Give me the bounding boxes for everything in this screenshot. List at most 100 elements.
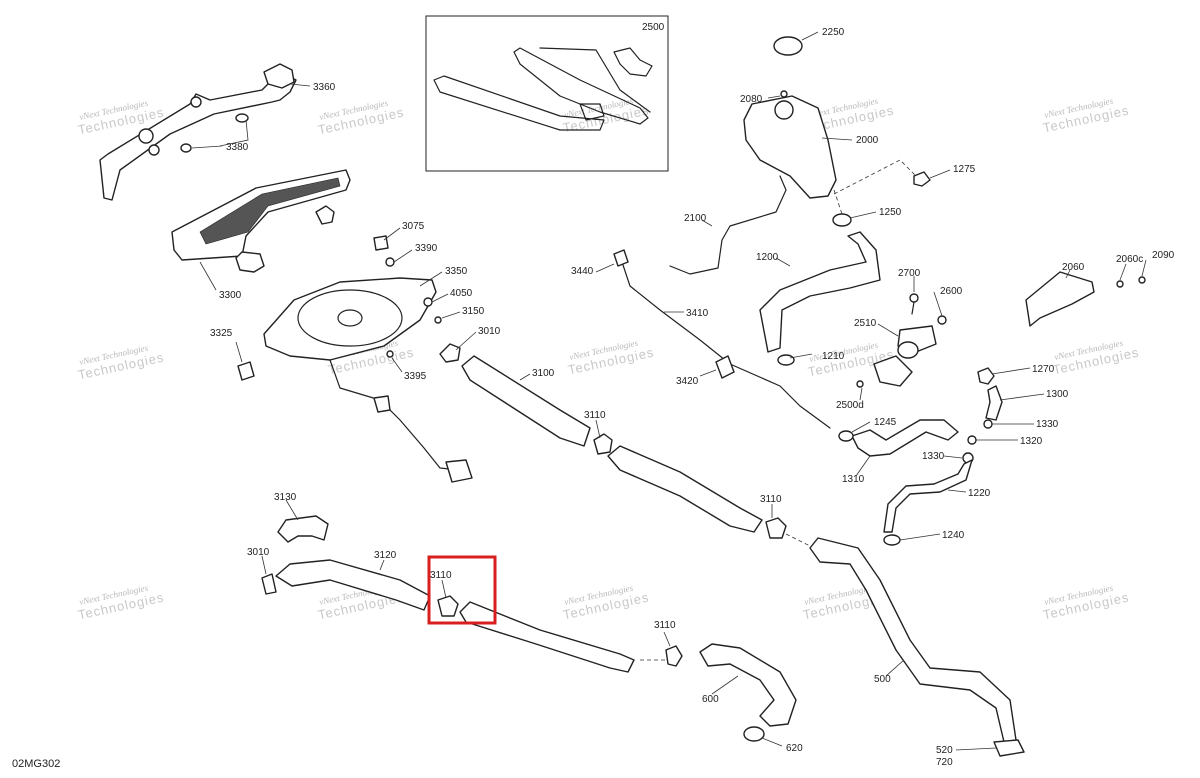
radiator-inlet — [315, 205, 335, 225]
callout: 2090 — [1152, 250, 1175, 261]
grommet-3380b — [180, 143, 192, 153]
bolt-2700-shank — [911, 301, 915, 315]
callout: 2100 — [684, 213, 707, 224]
callout: 3410 — [686, 308, 709, 319]
callout: 3110 — [430, 570, 452, 581]
fitting-520 — [993, 739, 1025, 757]
clamp-1250 — [832, 213, 852, 227]
reservoir-neck — [774, 100, 794, 120]
hose-2100 — [669, 175, 787, 275]
callout: 520 — [936, 745, 953, 756]
callout: 600 — [702, 694, 719, 705]
callout: 3360 — [313, 82, 336, 93]
bracket-eye — [148, 144, 160, 156]
clamp-3110d — [665, 645, 683, 667]
dash-leader — [833, 189, 843, 215]
hose-500 — [809, 537, 1017, 743]
watermark: vNext Technologies Technologies — [1052, 338, 1141, 378]
washer-4050 — [423, 297, 433, 307]
highlight-box[interactable] — [427, 555, 497, 625]
fan-ring — [297, 289, 403, 347]
tube-3410 — [621, 261, 831, 429]
nut-1275 — [913, 171, 931, 187]
callout: 3110 — [584, 410, 606, 421]
callout: 3110 — [760, 494, 782, 505]
inset-2500: 2500 — [425, 15, 669, 172]
inset-long-tube — [433, 75, 605, 131]
fitting-3420 — [715, 355, 735, 379]
hose-lower-3120b — [459, 601, 635, 673]
fan-connector — [445, 459, 473, 483]
watermark: vNext Technologies Technologies — [77, 343, 166, 383]
watermark: vNext Technologies Technologies — [1042, 583, 1131, 623]
callout: 3380 — [226, 142, 249, 153]
hose-3130 — [277, 515, 329, 543]
clamp-3110b — [765, 517, 787, 539]
callout: 3300 — [219, 290, 242, 301]
housing-2500d — [873, 355, 913, 387]
callout: 1310 — [842, 474, 865, 485]
bracket-2060-group — [1025, 271, 1146, 327]
bolt-2700 — [909, 293, 919, 303]
lower-left-group — [261, 515, 683, 673]
callout: 3010 — [478, 326, 501, 337]
callout: 3100 — [532, 368, 555, 379]
fitting-3440 — [613, 249, 629, 267]
clamp-3010 — [439, 343, 461, 363]
inset-clip — [613, 47, 653, 77]
dash-leader — [785, 533, 811, 547]
watermark: vNext Technologies Technologies — [562, 583, 651, 623]
callout: 2510 — [854, 318, 877, 329]
reservoir-group — [669, 36, 931, 275]
leader-lines — [191, 31, 1147, 751]
radiator-outlet — [235, 251, 265, 273]
bracket-top-clip — [263, 63, 295, 89]
radiator-core — [199, 177, 341, 245]
hose-3120 — [275, 559, 431, 611]
callout: 2060 — [1062, 262, 1085, 273]
watermarks: vNext Technologies Technologies vNext Te… — [77, 96, 1141, 623]
callout: 720 — [936, 757, 953, 768]
callout: 2250 — [822, 27, 845, 38]
callout: 3350 — [445, 266, 468, 277]
inset-frame — [425, 15, 669, 172]
clamp-1240 — [883, 534, 901, 546]
clamp-1320 — [967, 435, 977, 445]
inset-bent-tube — [513, 47, 649, 125]
callout: 3325 — [210, 328, 233, 339]
callout: 1200 — [756, 252, 779, 263]
hose-3100 — [461, 355, 591, 447]
callout: 1320 — [1020, 436, 1043, 447]
bolt-2600 — [937, 315, 947, 325]
hose-600 — [699, 643, 797, 727]
fan-assembly-3350 — [237, 235, 473, 483]
callout: 1245 — [874, 417, 897, 428]
watermark: vNext Technologies Technologies — [1042, 96, 1131, 136]
fitting-2080 — [780, 90, 788, 98]
callout: 1330 — [922, 451, 945, 462]
nut-3390 — [385, 257, 395, 267]
clamp-620 — [743, 726, 765, 742]
clamp-1330a — [983, 419, 993, 429]
callout: 2500d — [836, 400, 864, 411]
fan-hub — [337, 309, 363, 327]
callout: 1270 — [1032, 364, 1055, 375]
hose-1200-group — [759, 231, 881, 366]
fan-plug — [373, 395, 391, 413]
bolt-3150 — [434, 316, 442, 324]
clip-3325 — [237, 361, 255, 381]
callout: 1330 — [1036, 419, 1059, 430]
callout: 3390 — [415, 243, 438, 254]
callout: 1300 — [1046, 389, 1069, 400]
callout: 2700 — [898, 268, 921, 279]
watermark: vNext Technologies Technologies — [77, 583, 166, 623]
bolt-2090 — [1138, 276, 1146, 284]
callout: 3150 — [462, 306, 485, 317]
bracket-eye — [190, 96, 202, 108]
callout: 2600 — [940, 286, 963, 297]
watermark: vNext Technologies Technologies — [567, 338, 656, 378]
dash-leader — [833, 159, 917, 195]
callout: 3110 — [654, 620, 676, 631]
hose-1310 — [851, 419, 959, 457]
bolt-2500d — [856, 380, 864, 388]
